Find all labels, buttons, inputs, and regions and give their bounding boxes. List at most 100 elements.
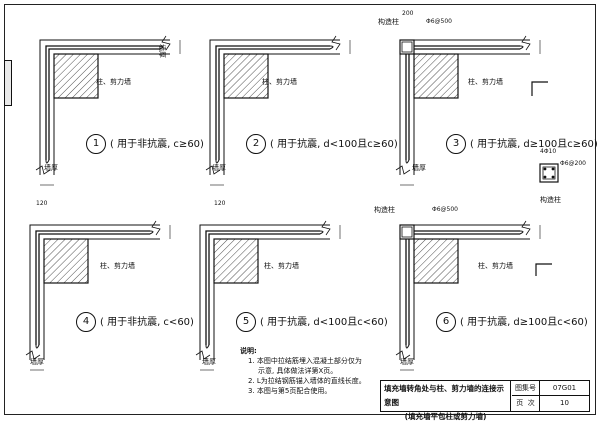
page-label-ye: 页 xyxy=(516,399,524,407)
title-line-2: (填充墙平包柱或剪力墙) xyxy=(404,412,487,421)
detail-3-column xyxy=(413,53,459,99)
detail-5-hook-bottom xyxy=(205,344,210,349)
detail-3-rebar: Φ6@500 xyxy=(426,18,452,25)
detail-6-column xyxy=(413,238,459,284)
detail-3-break-right xyxy=(521,35,531,51)
detail-1-text: ( 用于非抗震, c≥60) xyxy=(110,139,204,150)
page-number: 10 xyxy=(560,399,569,407)
note-line-1: 1. 本图中拉结筋埋入混凝土部分仅为 xyxy=(248,357,362,365)
detail-5-break-bottom xyxy=(195,350,211,360)
detail-2-rebar-outer xyxy=(215,45,330,160)
gz-rebar-main: 4Φ10 xyxy=(540,148,557,155)
detail-4-column xyxy=(43,238,89,284)
detail-2-caption: 2( 用于抗震, d<100且c≥60) xyxy=(246,134,398,154)
detail-5-column-label: 柱、剪力墙 xyxy=(264,262,299,270)
detail-3-caption: 3 ( 用于抗震, d≥100且c≥60) xyxy=(446,134,598,154)
detail-1-hook-right xyxy=(159,45,164,50)
detail-2-hook-bottom xyxy=(215,159,220,164)
page-label-ci: 次 xyxy=(527,399,535,407)
detail-2-text: ( 用于抗震, d<100且c≥60) xyxy=(270,139,398,150)
detail-1-rebar-inner xyxy=(48,48,160,160)
detail-3-gz-ties xyxy=(401,41,413,53)
detail-2-break-right xyxy=(331,35,341,51)
detail-2-rebar-inner xyxy=(218,48,330,160)
detail-2-wall-label: 墙厚 xyxy=(212,164,226,172)
detail-6-hook-right xyxy=(519,230,524,235)
detail-1-hook-bottom xyxy=(45,159,50,164)
notes-heading: 说明: xyxy=(240,347,257,355)
detail-5-wall-outer xyxy=(199,224,330,360)
detail-6-break-right xyxy=(521,220,531,236)
page-label: 页 次 xyxy=(512,396,540,411)
detail-4-rebar-outer xyxy=(35,230,150,345)
detail-3-text: ( 用于抗震, d≥100且c≥60) xyxy=(470,139,598,150)
detail-5-column xyxy=(213,238,259,284)
detail-1-column-label: 柱、剪力墙 xyxy=(96,78,131,86)
detail-6-rebar: Φ6@500 xyxy=(432,206,458,213)
detail-1-wall-label-top: 墙厚 xyxy=(158,44,166,58)
detail-2-wall-outer xyxy=(209,39,340,175)
detail-3-gz-label: 构造柱 xyxy=(378,18,399,26)
detail-5-rebar-outer xyxy=(205,230,320,345)
detail-4-text: ( 用于非抗震, c<60) xyxy=(100,317,194,328)
detail-4-number: 4 xyxy=(76,312,96,332)
detail-6-gz-column xyxy=(399,224,415,240)
detail-4-wall-label: 墙厚 xyxy=(30,358,44,366)
note-line-4: 3. 本图与第5页配合使用。 xyxy=(248,387,332,395)
detail-1-wall-outer xyxy=(39,39,170,175)
detail-2-hook-right xyxy=(329,45,334,50)
detail-4-rebar-inner xyxy=(38,233,150,345)
title-block: 填充墙转角处与柱、剪力墙的连接示意图 (填充墙平包柱或剪力墙) 图集号 07G0… xyxy=(380,380,590,421)
notes: 说明: 1. 本图中拉结筋埋入混凝土部分仅为 示意, 具体做法详第X页。 2. … xyxy=(240,346,366,396)
detail-5-caption: 5( 用于抗震, d<100且c<60) xyxy=(236,312,388,332)
gz-bar-4 xyxy=(551,175,555,179)
title-line-1: 填充墙转角处与柱、剪力墙的连接示意图 xyxy=(384,384,504,407)
detail-2-break-bottom xyxy=(205,165,221,175)
detail-1-break-bottom xyxy=(35,165,51,175)
detail-6-gz-label: 构造柱 xyxy=(374,206,395,214)
atlas-label: 图集号 xyxy=(512,381,540,396)
detail-3-hook-right xyxy=(519,45,524,50)
gz-bar-1 xyxy=(543,167,547,171)
gz-bar-3 xyxy=(543,175,547,179)
detail-4-break-bottom xyxy=(25,350,41,360)
gz-section-tie xyxy=(542,166,556,180)
detail-4-wall-outer xyxy=(29,224,160,360)
detail-3-column-label: 柱、剪力墙 xyxy=(468,78,503,86)
atlas-number: 07G01 xyxy=(540,381,589,396)
detail-1-break-right xyxy=(161,35,171,51)
margin-strip xyxy=(4,60,12,106)
detail-3-break-bottom xyxy=(395,165,411,175)
detail-5-rebar-inner xyxy=(208,233,320,345)
detail-4-hook-bottom xyxy=(35,344,40,349)
detail-5-wall-label: 墙厚 xyxy=(202,358,216,366)
detail-3-number: 3 xyxy=(446,134,466,154)
detail-6-hook-bottom xyxy=(405,344,410,349)
detail-6-gz-ties xyxy=(401,226,413,238)
detail-5-break-right xyxy=(321,220,331,236)
gz-label: 构造柱 xyxy=(540,196,561,204)
detail-3-wall-label: 墙厚 xyxy=(412,164,426,172)
note-line-3: 2. L为拉结钢筋锚入墙体的直线长度。 xyxy=(248,377,366,385)
detail-4-dim-120: 120 xyxy=(36,200,48,207)
gz-rebar-tie: Φ6@200 xyxy=(560,160,586,167)
detail-3-gz-column xyxy=(399,39,415,55)
detail-5-text: ( 用于抗震, d<100且c<60) xyxy=(260,317,388,328)
detail-3-hook-bottom xyxy=(405,159,410,164)
detail-6-wall-label: 墙厚 xyxy=(400,358,414,366)
gz-bar-2 xyxy=(551,167,555,171)
detail-6-column-label: 柱、剪力墙 xyxy=(478,262,513,270)
detail-4-hook-right xyxy=(149,230,154,235)
detail-4-column-label: 柱、剪力墙 xyxy=(100,262,135,270)
hook-sketch-1 xyxy=(531,81,548,96)
detail-6-break-bottom xyxy=(395,350,411,360)
detail-4-caption: 4 ( 用于非抗震, c<60) xyxy=(76,312,194,332)
detail-4-break-right xyxy=(151,220,161,236)
detail-1-wall-label: 墙厚 xyxy=(44,164,58,172)
hook-sketch-2 xyxy=(535,263,552,276)
detail-3-dim-200: 200 xyxy=(402,10,414,17)
detail-2-column xyxy=(223,53,269,99)
detail-6-text: ( 用于抗震, d≥100且c<60) xyxy=(460,317,588,328)
